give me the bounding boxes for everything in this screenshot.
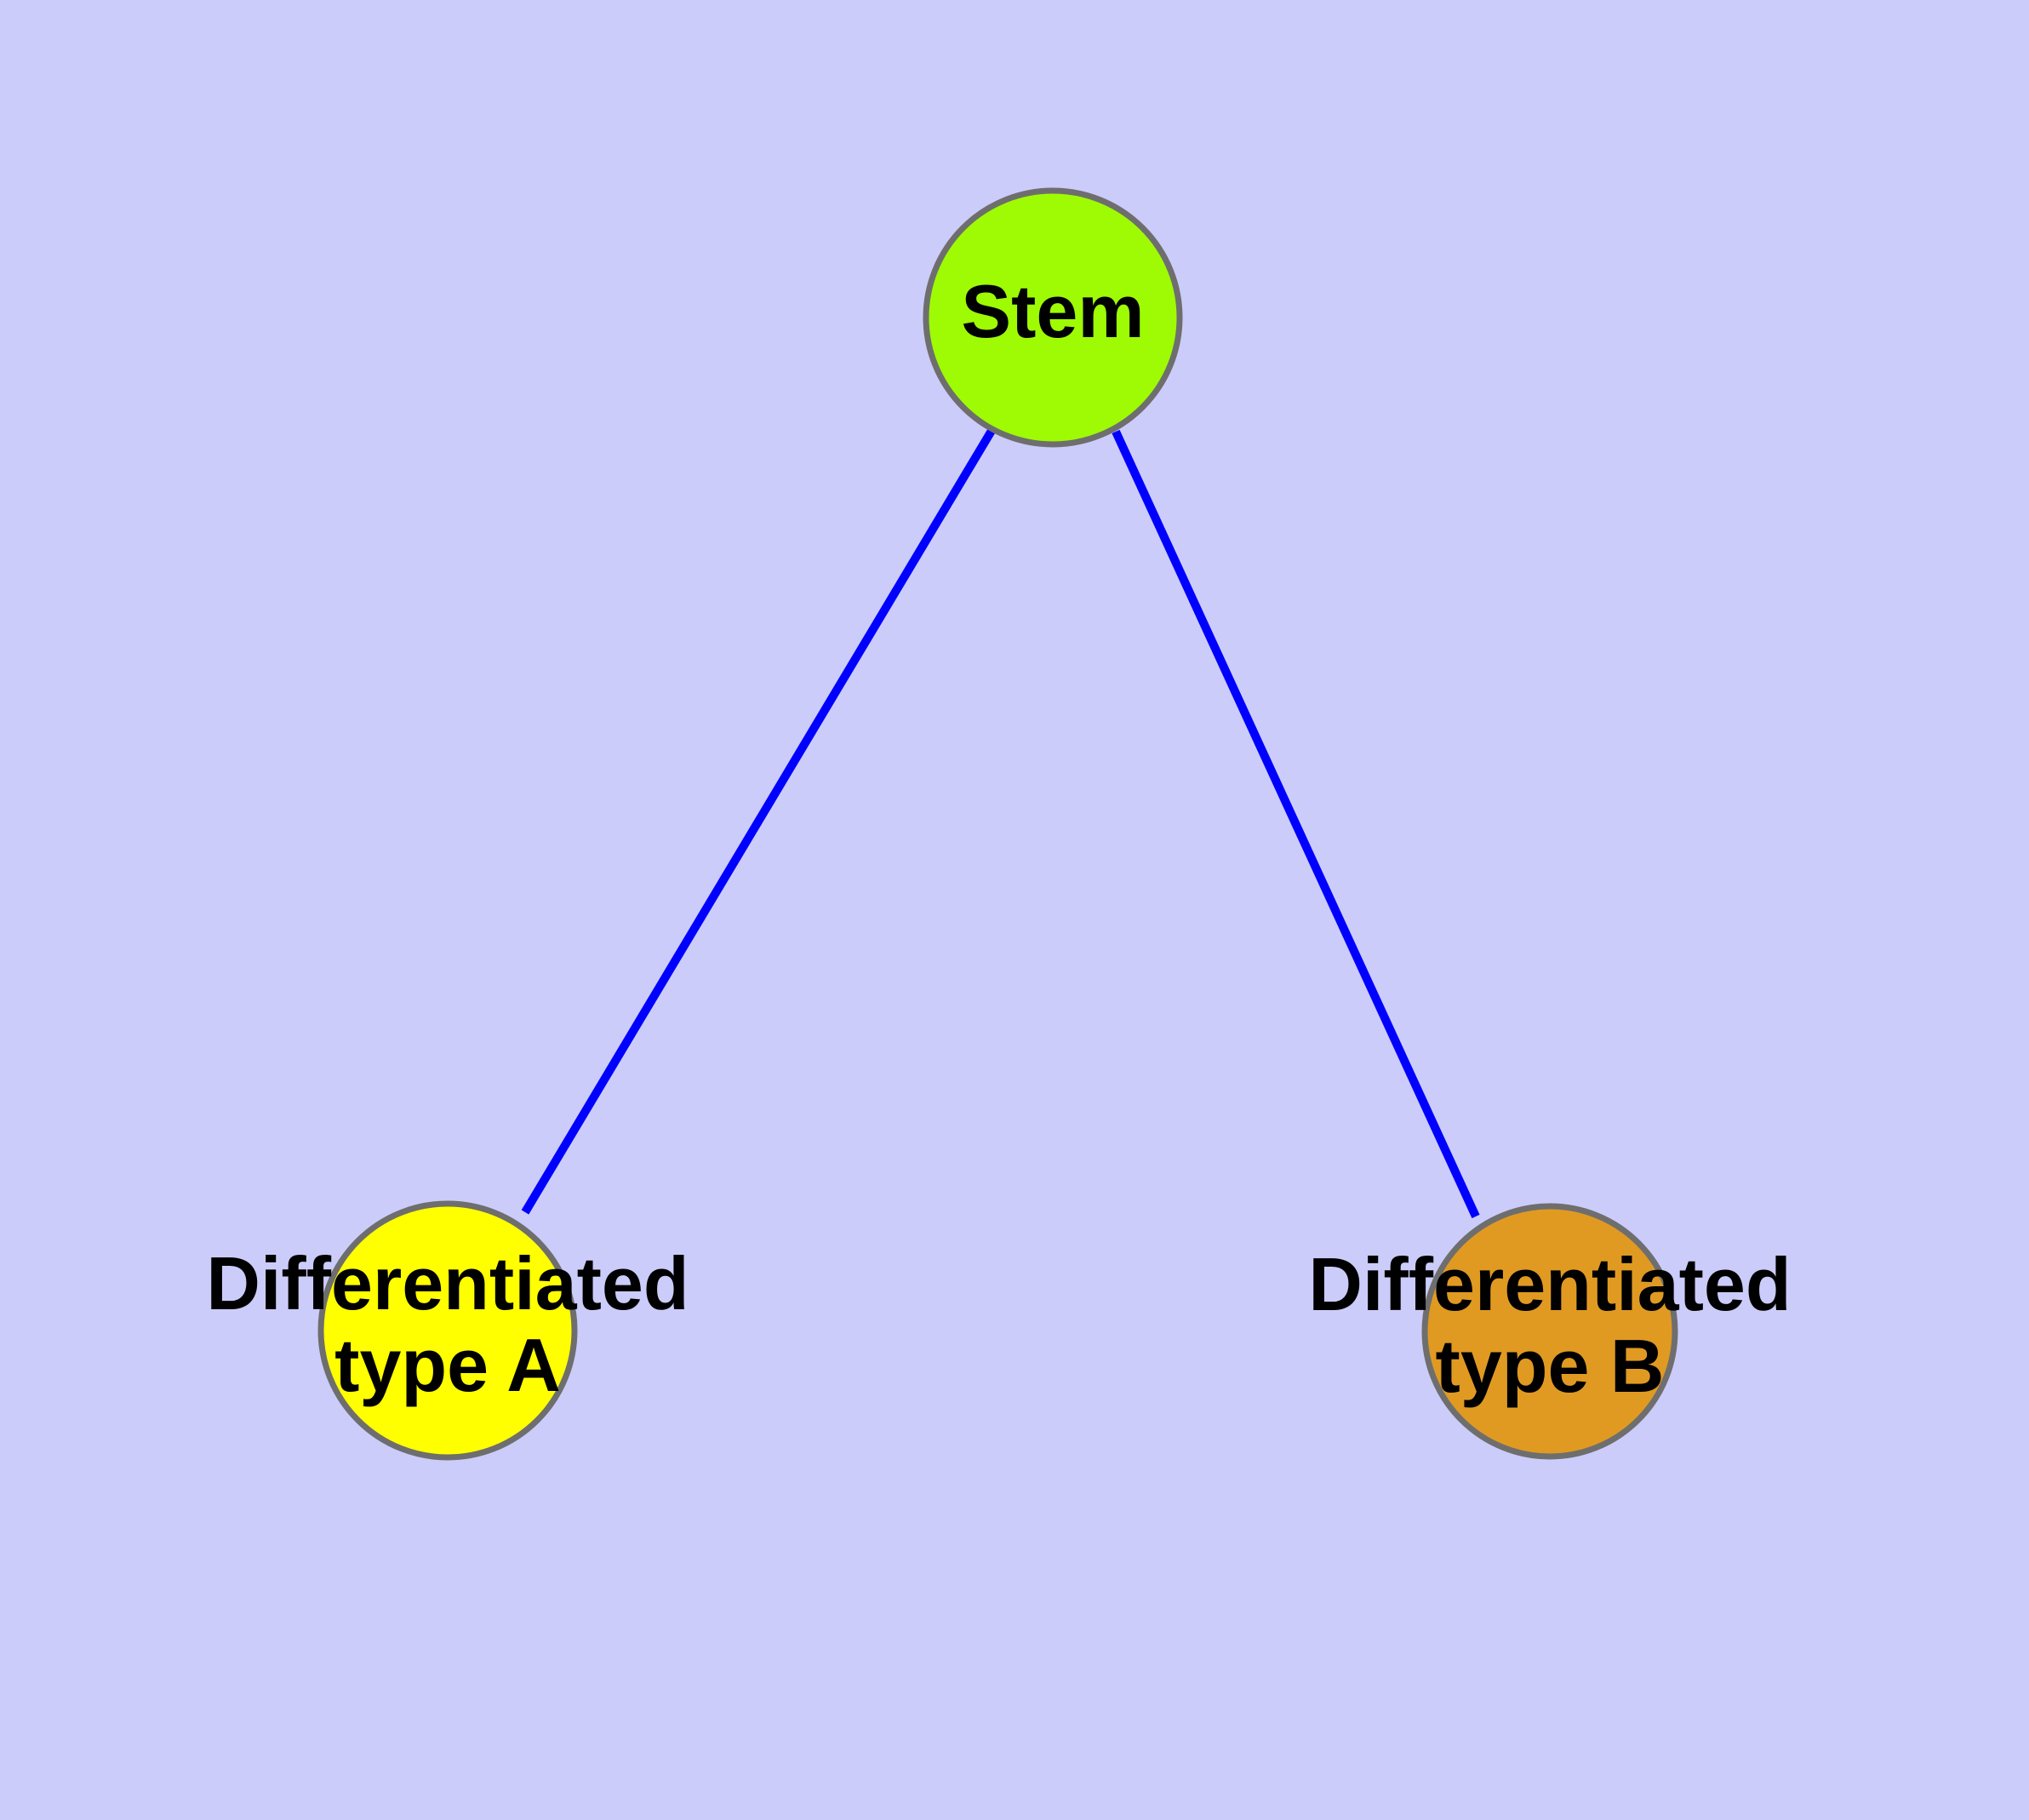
graph-edge[interactable] (1112, 429, 1480, 1219)
node-circle-diff-b[interactable] (1421, 1203, 1678, 1460)
node-label-line: Differentiated (206, 1241, 689, 1325)
node-label-line: type A (334, 1323, 561, 1407)
graph-node-stem[interactable]: Stem (923, 187, 1183, 448)
node-label-stem: Stem (961, 269, 1144, 353)
node-label-line: type B (1436, 1324, 1665, 1408)
node-label-line: Stem (961, 269, 1144, 353)
node-label-line: Differentiated (1308, 1242, 1791, 1326)
node-circle-diff-a[interactable] (317, 1200, 578, 1461)
node-circle-stem[interactable] (923, 187, 1183, 448)
graph-edge[interactable] (521, 428, 996, 1215)
edges-layer (521, 428, 1480, 1219)
